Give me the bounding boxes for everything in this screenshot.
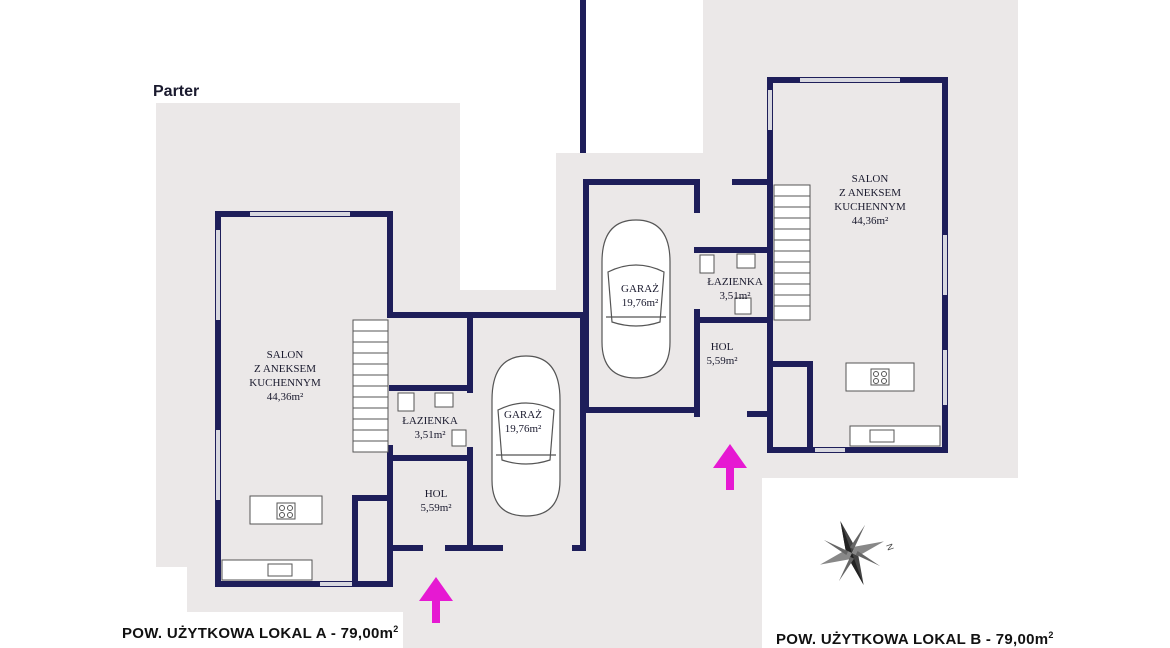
compass-rose-icon: N xyxy=(820,521,896,585)
room-label-b-hol: HOL 5,59m² xyxy=(706,341,738,367)
unit-b-summary: POW. UŻYTKOWA LOKAL B - 79,00m2 xyxy=(776,630,1054,648)
car-icon-a xyxy=(491,355,561,517)
room-label-b-garaz: GARAŻ 19,76m² xyxy=(621,283,659,309)
room-label-line: HOL xyxy=(425,488,448,500)
kitchen-island-b xyxy=(845,362,915,392)
room-label-b-salon: SALON Z ANEKSEM KUCHENNYM 44,36m² xyxy=(834,173,906,227)
unit-b-summary-label: POW. UŻYTKOWA LOKAL B - 79,00m xyxy=(776,631,1049,648)
room-label-a-lazienka: ŁAZIENKA 3,51m² xyxy=(402,415,458,441)
floor-title: Parter xyxy=(153,83,200,100)
room-label-line: GARAŻ xyxy=(504,409,542,421)
room-label-line: 5,59m² xyxy=(420,502,452,514)
unit-b-summary-sup: 2 xyxy=(1048,630,1054,640)
room-label-line: 19,76m² xyxy=(622,297,659,309)
unit-a-summary-sup: 2 xyxy=(393,624,399,634)
car-icon-b xyxy=(601,219,671,379)
kitchen-fixtures xyxy=(221,362,941,581)
entrance-arrow-a xyxy=(419,577,453,623)
room-label-line: 44,36m² xyxy=(267,391,304,403)
room-label-line: 3,51m² xyxy=(414,429,446,441)
kitchen-counter-b xyxy=(849,425,941,447)
walls xyxy=(215,0,948,587)
room-label-line: 3,51m² xyxy=(719,290,751,302)
room-label-line: 5,59m² xyxy=(706,355,738,367)
room-label-line: 44,36m² xyxy=(852,215,889,227)
unit-a-summary-label: POW. UŻYTKOWA LOKAL A - 79,00m xyxy=(122,625,394,642)
kitchen-island-a xyxy=(249,495,323,525)
entrance-arrow-b xyxy=(713,444,747,490)
stairs-a xyxy=(352,319,389,453)
stairs-b xyxy=(773,184,811,321)
room-label-line: 19,76m² xyxy=(505,423,542,435)
room-labels: SALON Z ANEKSEM KUCHENNYM 44,36m² ŁAZIENKA 3,… xyxy=(249,173,906,514)
room-label-line: ŁAZIENKA xyxy=(707,276,763,288)
room-label-b-lazienka: ŁAZIENKA 3,51m² xyxy=(707,276,763,302)
room-label-a-salon: SALON Z ANEKSEM KUCHENNYM 44,36m² xyxy=(249,349,321,403)
room-label-line: KUCHENNYM xyxy=(249,377,321,389)
room-label-line: GARAŻ xyxy=(621,283,659,295)
room-label-line: Z ANEKSEM xyxy=(254,363,316,375)
unit-a-summary: POW. UŻYTKOWA LOKAL A - 79,00m2 xyxy=(122,624,399,642)
compass-north-label: N xyxy=(884,542,896,552)
room-label-line: HOL xyxy=(711,341,734,353)
room-label-line: ŁAZIENKA xyxy=(402,415,458,427)
kitchen-counter-a xyxy=(221,559,313,581)
room-label-line: Z ANEKSEM xyxy=(839,187,901,199)
room-label-a-garaz: GARAŻ 19,76m² xyxy=(504,409,542,435)
bath-fixtures xyxy=(397,253,756,447)
windows xyxy=(216,78,947,586)
room-label-a-hol: HOL 5,59m² xyxy=(420,488,452,514)
room-label-line: SALON xyxy=(852,173,889,185)
room-label-line: KUCHENNYM xyxy=(834,201,906,213)
room-label-line: SALON xyxy=(267,349,304,361)
